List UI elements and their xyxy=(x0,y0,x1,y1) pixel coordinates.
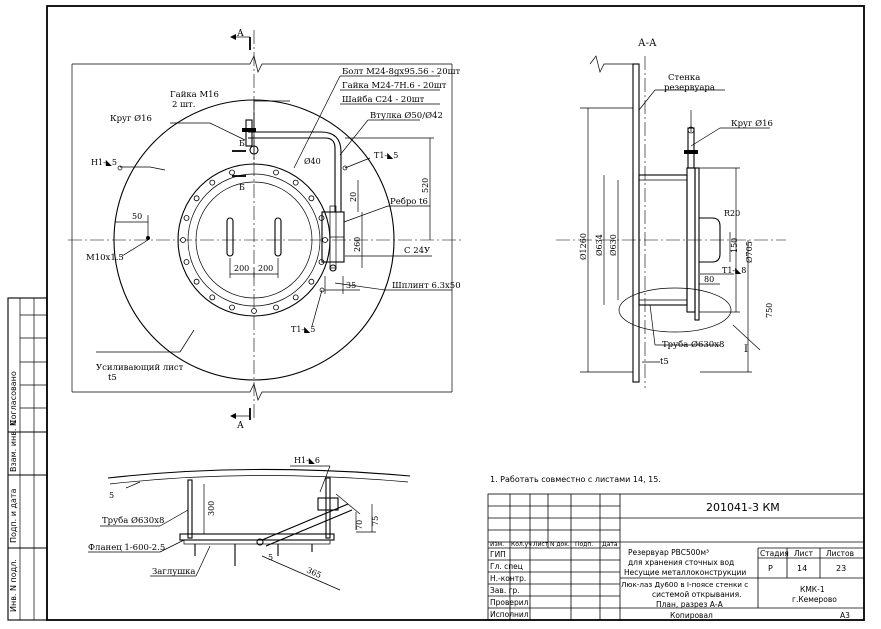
section-a-top: А xyxy=(237,29,244,39)
label-dim-35: 35 xyxy=(346,281,356,290)
section-b-bottom: Б xyxy=(239,183,245,192)
tb-head-stage: Стадия xyxy=(760,549,789,558)
label-reinforce-2: t5 xyxy=(108,373,117,383)
tb-value-stage: Р xyxy=(768,564,773,573)
tb-value-sheets: 23 xyxy=(836,564,846,573)
label-dim-70: 70 xyxy=(355,520,364,530)
label-dim-150: 150 xyxy=(730,238,739,253)
tb-head-koluch: Кол.уч xyxy=(511,541,532,548)
label-dim-75: 75 xyxy=(371,516,380,526)
tb-head-list: Лист xyxy=(533,541,549,548)
tb-value-sheet: 14 xyxy=(797,564,807,573)
tb-object-3: Несущие металлоконструкции xyxy=(624,568,746,577)
label-weld-h1-5: Н1-◣5 xyxy=(91,158,117,167)
tb-role-glspec: Гл. спец xyxy=(490,562,523,571)
bolt-holes xyxy=(180,169,328,314)
label-washer: Шайба С24 - 20шт xyxy=(342,94,425,105)
tb-head-izm: Изм. xyxy=(490,541,504,548)
label-wall-1: Стенка xyxy=(668,73,700,83)
tb-head-ndok: N док. xyxy=(550,541,570,548)
tb-role-nkontr: Н.-контр. xyxy=(490,574,526,583)
section-title: А-А xyxy=(638,38,657,49)
label-dim-20: 20 xyxy=(349,192,358,202)
label-round-left: Круг Ø16 xyxy=(110,113,152,124)
label-dim-750: 750 xyxy=(765,303,774,318)
label-dim-520: 520 xyxy=(421,178,430,193)
label-dim-80: 80 xyxy=(704,275,714,284)
label-wall-2: резервуара xyxy=(664,83,715,93)
label-weld-t1-5-bot: Т1-◣5 xyxy=(291,325,315,334)
label-round-right: Круг Ø16 xyxy=(731,118,773,129)
label-d705: Ø705 xyxy=(745,241,754,263)
label-bolt: Болт М24-8gx95.56 - 20шт xyxy=(342,67,461,77)
label-weld-t1-5-top: Т1-◣5 xyxy=(374,151,398,160)
label-weld-h1-6: Н1-◣6 xyxy=(294,456,320,465)
bottom-detail-view: Н1-◣6 5 300 Труба Ø630х8 70 75 Фланец 1-… xyxy=(88,456,411,591)
tb-head-podp: Подп. xyxy=(575,541,593,548)
stamp-agreed: Согласовано xyxy=(9,371,18,425)
tb-head-sheets: Листов xyxy=(826,549,854,558)
tb-org-2: г.Кемерово xyxy=(792,595,837,604)
label-d634: Ø634 xyxy=(595,234,604,256)
label-t5-right: t5 xyxy=(660,357,669,367)
label-dim-5b: 5 xyxy=(268,553,273,562)
tb-code: 201041-3 КМ xyxy=(706,501,780,514)
side-stamp-labels: Согласовано Взам. инв. N Подп. и дата Ин… xyxy=(9,371,18,612)
dim-200-right: 200 xyxy=(258,264,273,273)
tb-head-data: Дата xyxy=(602,541,618,548)
label-flange: Фланец 1-600-2.5 xyxy=(88,543,165,553)
tb-object-1: Резервуар РВС500м³ xyxy=(628,548,709,557)
label-pipe-bottom: Труба Ø630х8 xyxy=(102,515,164,526)
section-a-bottom: А xyxy=(237,421,244,431)
sheet-frame xyxy=(7,5,865,621)
section-b-top: Б xyxy=(239,139,245,148)
label-cotter: Шплинт 6.3х50 xyxy=(392,281,461,291)
label-d1260: Ø1260 xyxy=(579,233,588,260)
label-dim-300: 300 xyxy=(207,501,216,516)
tb-drawing-1: Люк-лаз Ду600 в I-поясе стенки с xyxy=(621,580,748,589)
label-dim-50: 50 xyxy=(132,212,142,221)
tb-role-gip: ГИП xyxy=(490,550,506,559)
plan-view: 200 200 А А Б Б xyxy=(68,29,462,431)
label-sleeve: Втулка Ø50/Ø42 xyxy=(370,110,443,121)
label-nut-m16: Гайка М16 xyxy=(170,90,219,100)
tb-head-sheet: Лист xyxy=(794,549,814,558)
label-plug: Заглушка xyxy=(152,567,196,577)
label-d630: Ø630 xyxy=(609,234,618,256)
section-view: А-А xyxy=(556,38,786,388)
label-dim-365: 365 xyxy=(305,566,323,580)
tb-role-zavgr: Зав. гр. xyxy=(490,586,520,595)
tb-drawing-3: План, разрез А-А xyxy=(656,600,724,609)
label-nut-m24: Гайка М24-7Н.6 - 20шт xyxy=(342,81,447,91)
label-pipe-right: Труба Ø630х8 xyxy=(662,339,724,350)
dim-200-left: 200 xyxy=(234,264,249,273)
label-roman-one: I xyxy=(744,344,748,355)
general-note: 1. Работать совместно с листами 14, 15. xyxy=(490,475,661,484)
tb-format: А3 xyxy=(840,611,850,620)
label-r20: R20 xyxy=(724,209,740,218)
label-dim-5a: 5 xyxy=(109,491,114,500)
title-block: 201041-3 КМ Изм. Кол.уч Лист N док. Подп… xyxy=(487,493,865,621)
stamp-inv-orig: Инв. N подл. xyxy=(9,559,18,612)
label-reinforce-1: Усиливающий лист xyxy=(96,363,184,373)
tb-org-1: КМК-1 xyxy=(800,585,825,594)
tb-role-ispolnil: Исполнил xyxy=(490,610,529,619)
label-rib: Ребро t6 xyxy=(390,196,428,207)
label-d40: Ø40 xyxy=(304,157,321,166)
label-nut-m16-qty: 2 шт. xyxy=(172,100,195,110)
tb-role-proveril: Проверил xyxy=(490,598,529,607)
label-m10: М10х1.5 xyxy=(86,253,124,263)
label-c24u: С 24У xyxy=(404,246,431,256)
tb-object-2: для хранения сточных вод xyxy=(628,558,734,567)
tb-drawing-2: системой открывания. xyxy=(652,590,741,599)
label-weld-t1-8: Т1-◣8 xyxy=(722,266,746,275)
stamp-inv-repl: Взам. инв. N xyxy=(9,420,18,472)
tb-copied: Копировал xyxy=(670,611,713,620)
stamp-sign-date: Подп. и дата xyxy=(9,488,18,543)
label-dim-260: 260 xyxy=(353,237,362,252)
